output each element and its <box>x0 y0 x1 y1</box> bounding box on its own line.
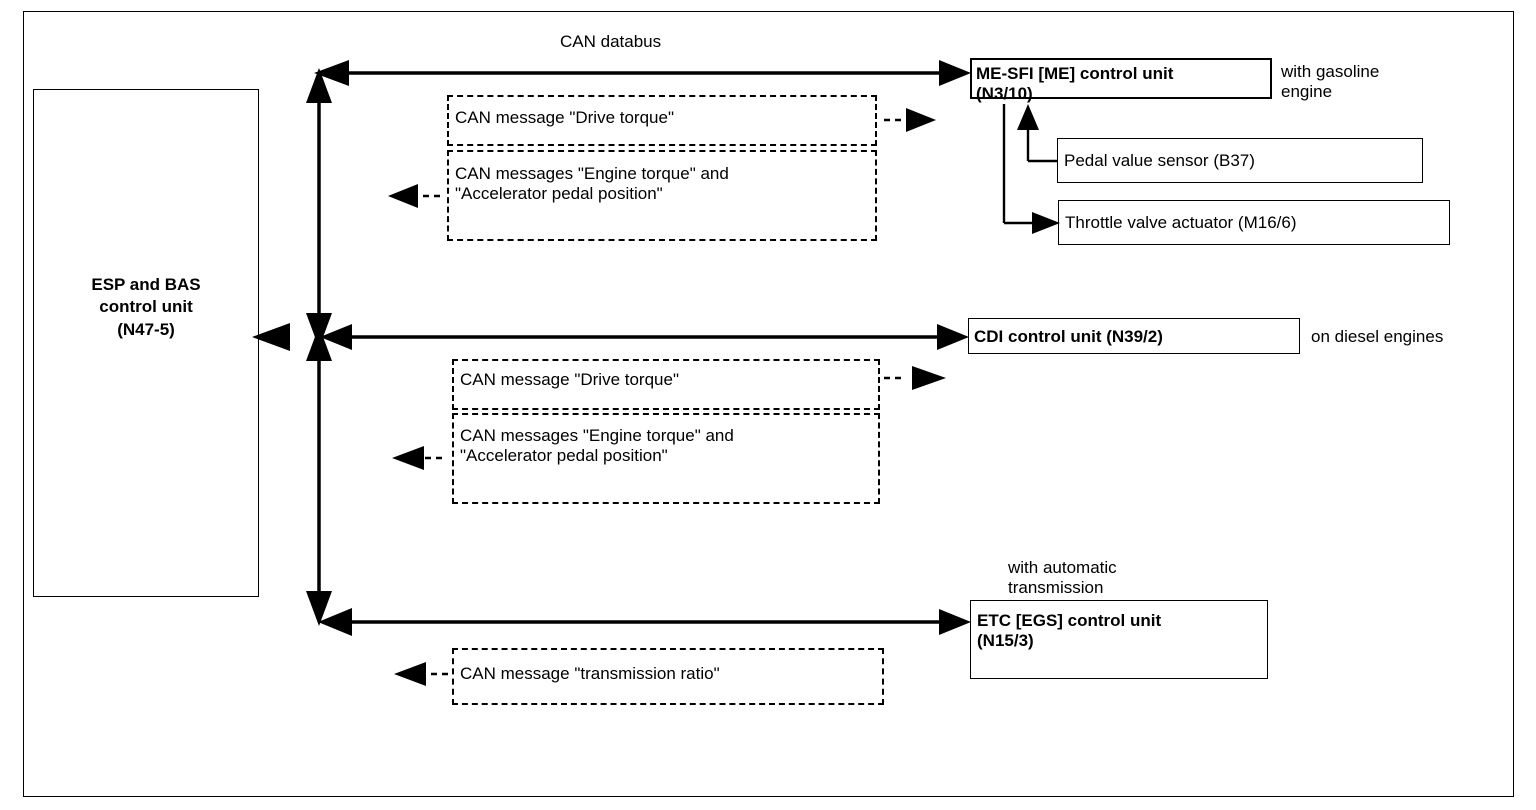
diagram-title-can-databus: CAN databus <box>560 32 662 51</box>
message-label-engine-torque-1: CAN messages "Engine torque" and "Accele… <box>455 164 729 204</box>
note-on-diesel-engines: on diesel engines <box>1311 327 1444 346</box>
me-sfi-control-unit-label: ME-SFI [ME] control unit (N3/10) <box>976 64 1174 104</box>
throttle-valve-actuator-box[interactable] <box>1058 200 1450 245</box>
esp-bas-control-unit-box[interactable] <box>33 89 259 597</box>
esp-bas-control-unit-label: ESP and BAS control unit (N47-5) <box>91 275 201 339</box>
note-with-automatic-transmission: with automatic transmission <box>1008 558 1117 598</box>
message-label-transmission-ratio: CAN message "transmission ratio" <box>460 664 720 683</box>
message-label-engine-torque-2: CAN messages "Engine torque" and "Accele… <box>460 426 734 466</box>
message-box-drive-torque-1 <box>447 95 877 146</box>
pedal-value-sensor-box[interactable] <box>1057 138 1423 183</box>
throttle-valve-actuator-label: Throttle valve actuator (M16/6) <box>1065 213 1297 232</box>
diagram-frame-border <box>23 11 1514 797</box>
message-label-drive-torque-2: CAN message "Drive torque" <box>460 370 679 389</box>
message-box-transmission-ratio <box>452 648 884 705</box>
message-box-engine-torque-1 <box>447 150 877 241</box>
note-with-gasoline-engine: with gasoline engine <box>1281 62 1380 102</box>
etc-egs-control-unit-box[interactable] <box>970 600 1268 679</box>
cdi-control-unit-label: CDI control unit (N39/2) <box>974 327 1163 346</box>
me-sfi-control-unit-box[interactable] <box>970 58 1272 99</box>
cdi-control-unit-box[interactable] <box>968 318 1300 354</box>
message-box-drive-torque-2 <box>452 359 880 410</box>
etc-egs-control-unit-label: ETC [EGS] control unit (N15/3) <box>977 611 1162 651</box>
message-label-drive-torque-1: CAN message "Drive torque" <box>455 108 674 127</box>
pedal-value-sensor-label: Pedal value sensor (B37) <box>1064 151 1255 170</box>
message-box-engine-torque-2 <box>452 413 880 504</box>
